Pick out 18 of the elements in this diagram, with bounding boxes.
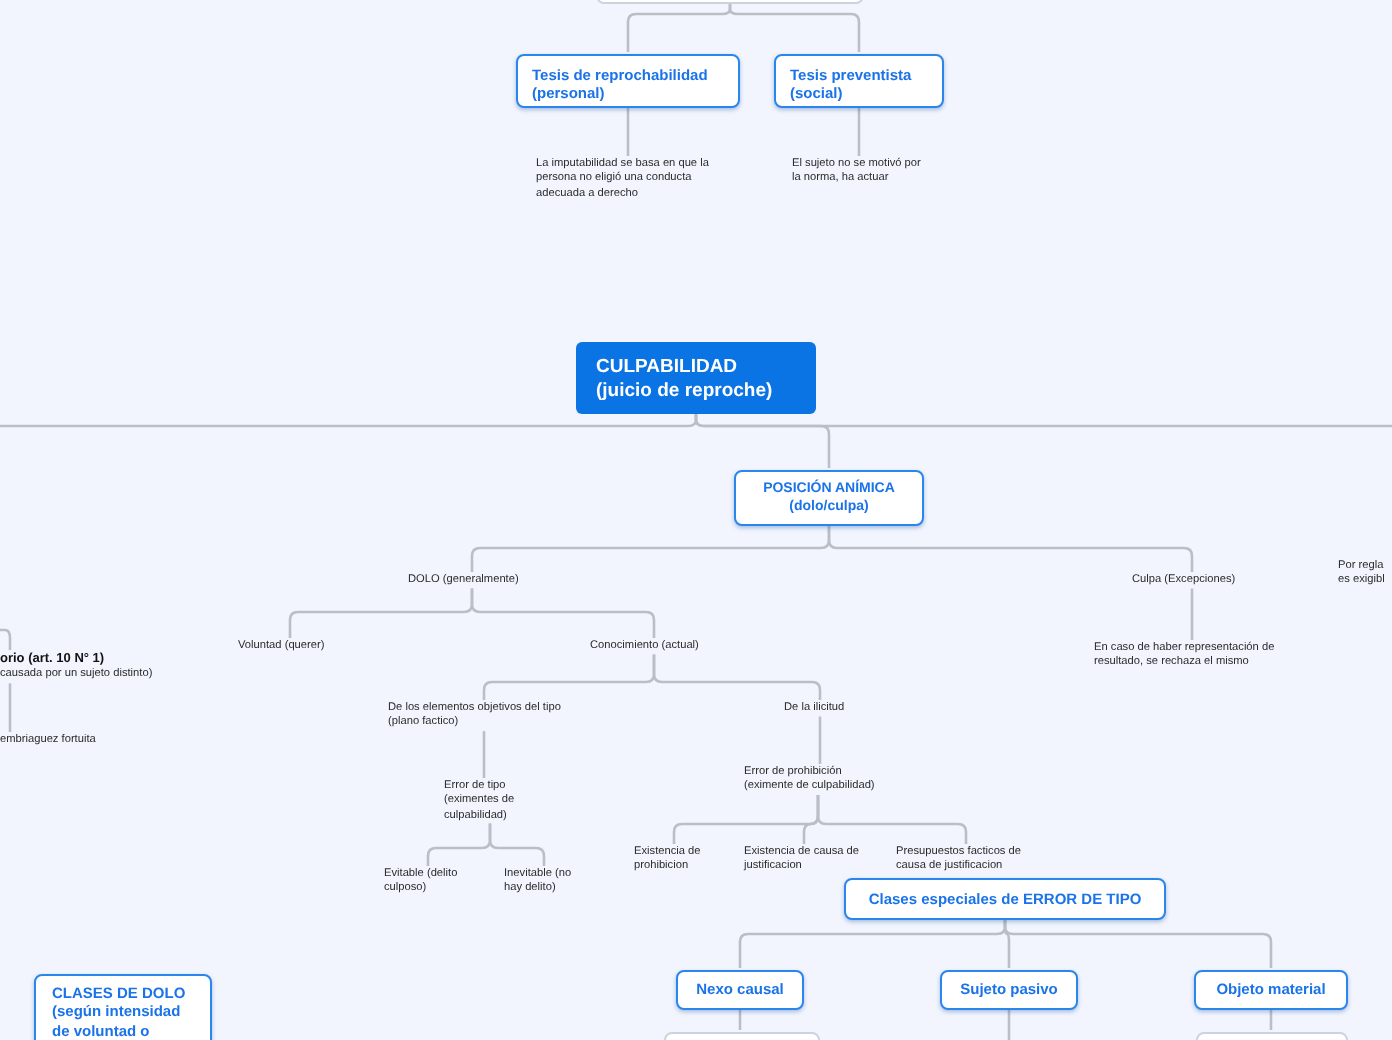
connector-line xyxy=(818,716,822,764)
connector-line xyxy=(652,654,822,700)
connector-line xyxy=(728,4,861,52)
connector-line xyxy=(738,1010,742,1030)
connector-line xyxy=(482,731,486,778)
connector-line xyxy=(857,108,861,156)
connector-line xyxy=(1003,920,1273,968)
connector-line xyxy=(694,414,831,468)
connector-line xyxy=(0,628,12,650)
connector-line xyxy=(827,526,1194,572)
connector-line xyxy=(470,588,656,638)
connector-line xyxy=(626,108,630,156)
connector-line xyxy=(8,683,12,732)
central-topic: CULPABILIDAD (juicio de reproche) xyxy=(576,342,816,414)
connector-line xyxy=(1190,588,1194,640)
connector-line xyxy=(1269,1010,1273,1030)
connector-line xyxy=(626,4,732,52)
connector-line xyxy=(1007,1010,1011,1040)
